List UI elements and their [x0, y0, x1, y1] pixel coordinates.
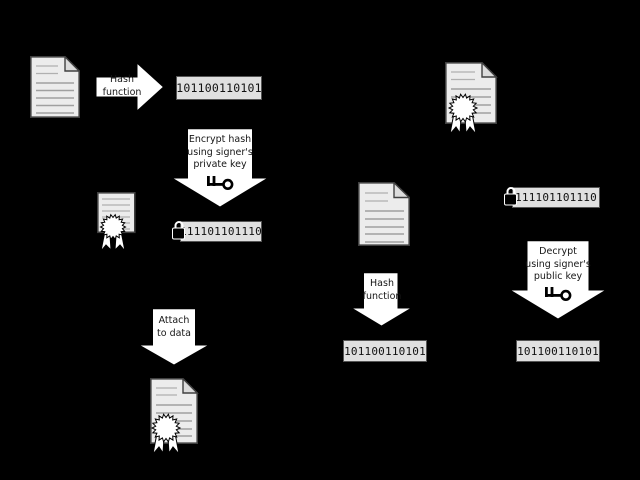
document-icon: [30, 56, 80, 118]
lock-icon: [504, 187, 517, 206]
decrypted-hash-value-box: 101100110101: [516, 340, 600, 362]
attach-label: Attach to data: [157, 315, 191, 339]
attach-arrow: [137, 308, 211, 366]
key-icon: [207, 176, 234, 190]
encrypt-label: Encrypt hash using signer's private key: [187, 134, 253, 171]
hash-value-box: 101100110101: [176, 76, 262, 100]
certificate-document-icon: [97, 192, 136, 252]
signature-value-box: 111101101110: [512, 187, 600, 208]
hash-function-arrow: [350, 272, 413, 327]
signed-document-icon: [150, 378, 199, 456]
key-icon: [545, 287, 572, 301]
hash-function-label: Hash function: [102, 74, 142, 98]
hash-value-box: 101100110101: [343, 340, 427, 362]
decrypt-label: Decrypt using signer's public key: [525, 246, 591, 283]
seal-icon: [150, 413, 182, 456]
seal-icon: [99, 213, 127, 252]
hash-function-arrow: [95, 62, 165, 112]
lock-icon: [172, 221, 185, 240]
seal-icon: [447, 93, 479, 136]
encrypt-arrow: [170, 128, 270, 208]
decrypt-arrow: [508, 240, 608, 320]
hash-function-label: Hash function: [362, 278, 402, 302]
document-icon: [358, 182, 410, 246]
signed-document-icon: [445, 62, 498, 136]
signature-value-box: 111101101110: [180, 221, 262, 242]
